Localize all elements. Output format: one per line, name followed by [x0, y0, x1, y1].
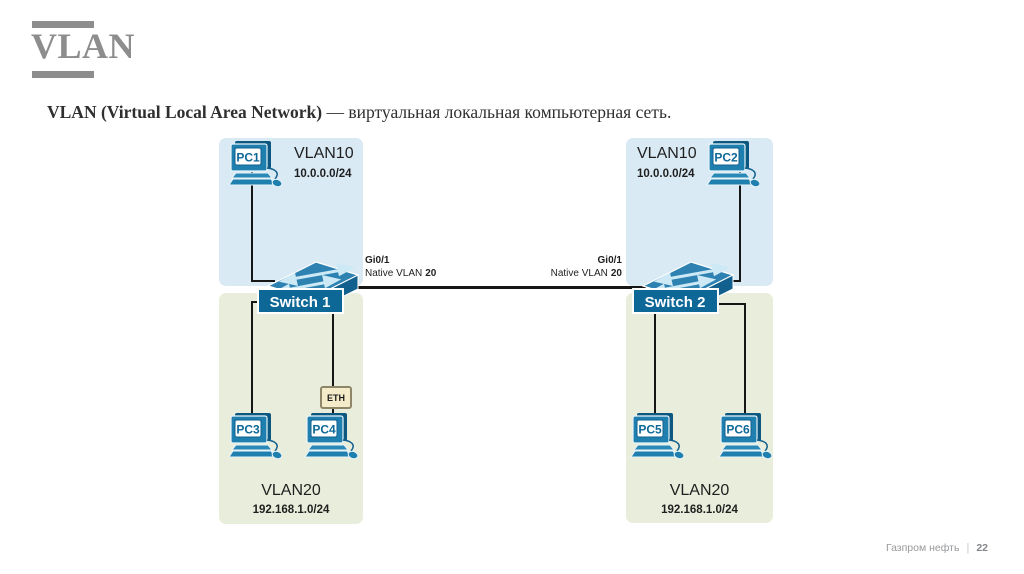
eth-port-badge: ETH — [320, 386, 352, 409]
footer-separator: | — [966, 542, 970, 554]
vlan-subnet: 192.168.1.0/24 — [252, 504, 330, 517]
footer-brand: Газпром нефть — [885, 542, 960, 554]
pc-label: PC6 — [726, 423, 750, 437]
port-name: Gi0/1 — [365, 255, 390, 266]
pc-label: PC3 — [236, 423, 260, 437]
computer-icon: PC3 — [228, 413, 283, 460]
computer-icon: PC2 — [706, 141, 761, 188]
pc-label: PC2 — [714, 151, 738, 165]
footer-page-number: 22 — [976, 542, 988, 554]
wire-pc4-switch1 — [332, 312, 334, 415]
mouse-icon — [761, 450, 773, 460]
wire-pc1-switch1-h — [251, 280, 275, 282]
vlan10-left-label: VLAN10 10.0.0.0/24 — [294, 144, 354, 180]
wire-pc6-switch2-h — [708, 303, 746, 305]
pc-label: PC1 — [236, 151, 260, 165]
computer-icon: PC5 — [630, 413, 685, 460]
definition-term: VLAN (Virtual Local Area Network) — [47, 102, 323, 122]
page-title: VLAN — [31, 26, 136, 66]
vlan-name: VLAN20 — [669, 482, 730, 499]
vlan-name: VLAN20 — [261, 482, 321, 499]
vlan10-right-label: VLAN10 10.0.0.0/24 — [637, 144, 697, 180]
vlan20-left-label: VLAN20 192.168.1.0/24 — [219, 481, 363, 516]
wire-trunk-link — [356, 286, 646, 289]
vlan20-right-label: VLAN20 192.168.1.0/24 — [626, 481, 773, 516]
vlan-subnet: 10.0.0.0/24 — [294, 168, 352, 181]
mouse-icon — [271, 178, 283, 188]
switch-icon: Switch 2 — [632, 261, 735, 314]
computer-icon: PC6 — [718, 413, 773, 460]
pc-label: PC4 — [312, 423, 336, 437]
switch-label: Switch 1 — [270, 294, 331, 311]
port-name: Gi0/1 — [597, 255, 622, 266]
title-rule-bottom — [32, 71, 94, 78]
vlan-name: VLAN10 — [637, 145, 697, 162]
mouse-icon — [749, 178, 761, 188]
wire-pc2-switch2 — [739, 172, 741, 282]
switch-label: Switch 2 — [645, 294, 706, 311]
computer-icon: PC1 — [228, 141, 283, 188]
switch-icon: Switch 1 — [257, 261, 360, 314]
title-rule-top — [32, 21, 94, 28]
mouse-icon — [673, 450, 685, 460]
vlan-name: VLAN10 — [294, 145, 354, 162]
footer: Газпром нефть | 22 — [886, 542, 988, 554]
vlan-subnet: 10.0.0.0/24 — [637, 168, 695, 181]
wire-pc6-switch2 — [744, 303, 746, 415]
vlan-subnet: 192.168.1.0/24 — [661, 504, 738, 517]
definition-text: — виртуальная локальная компьютерная сет… — [322, 102, 672, 122]
wire-pc5-switch2 — [654, 312, 656, 415]
pc-label: PC5 — [638, 423, 662, 437]
computer-icon: PC4 — [304, 413, 359, 460]
mouse-icon — [347, 450, 359, 460]
definition-line: VLAN (Virtual Local Area Network) — вирт… — [47, 102, 671, 123]
vlan20-zone-right — [626, 293, 773, 523]
wire-pc3-switch1 — [251, 301, 253, 415]
wire-pc1-switch1 — [251, 172, 253, 282]
mouse-icon — [271, 450, 283, 460]
